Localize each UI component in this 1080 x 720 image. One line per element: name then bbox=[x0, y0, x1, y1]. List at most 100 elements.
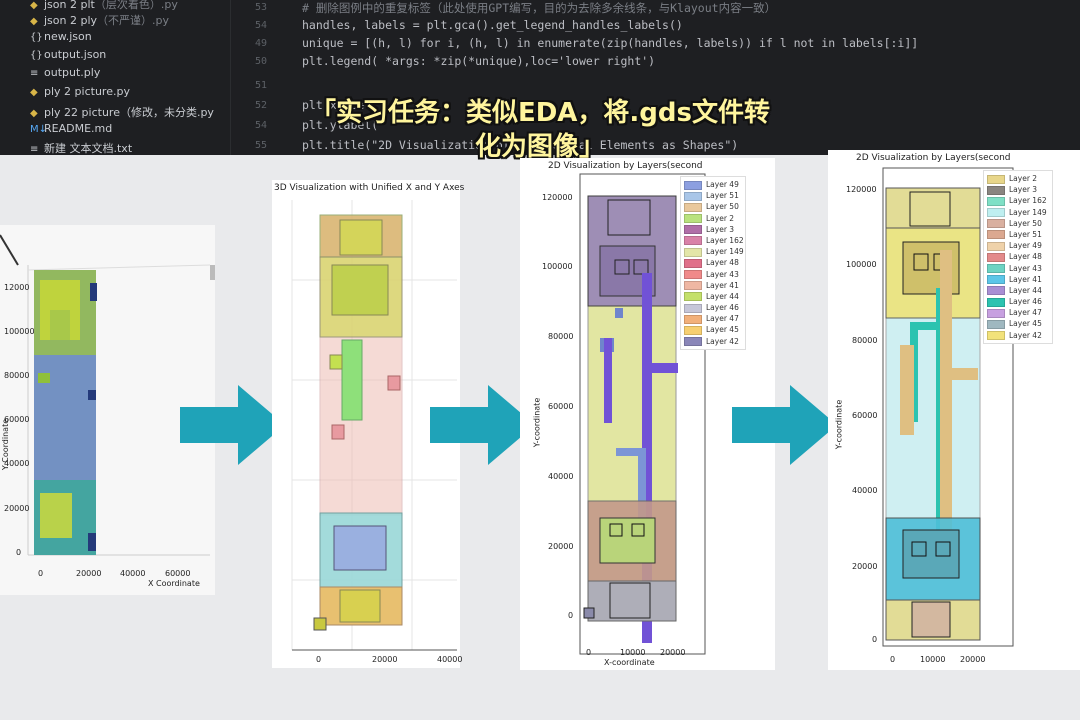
line-number-gutter: 53 54 49 50 51 52 54 55 bbox=[255, 0, 285, 155]
file-item[interactable]: ≡output.ply bbox=[30, 66, 101, 79]
layout-unified-plot bbox=[291, 200, 457, 651]
panel-3d-unified: 3D Visualization with Unified X and Y Ax… bbox=[272, 180, 464, 668]
code-line[interactable]: plt.title("2D Visualization of Geometric… bbox=[302, 138, 739, 152]
x-tick-label: 60000 bbox=[165, 569, 191, 578]
arrow-right-icon bbox=[180, 385, 285, 465]
plot-title: 2D Visualization by Layers(second bbox=[856, 153, 1011, 163]
file-item[interactable]: ◆ply 2 picture.py bbox=[30, 85, 130, 98]
plot-title: 2D Visualization by Layers(second bbox=[548, 161, 703, 171]
python-file-icon: ◆ bbox=[30, 108, 38, 119]
file-item[interactable]: ◆json 2 ply（不严谨）.py bbox=[30, 14, 170, 27]
text-file-icon: ≡ bbox=[30, 144, 39, 155]
x-tick-label: 40000 bbox=[120, 569, 146, 578]
legend-item: Layer 51 bbox=[987, 229, 1049, 240]
project-file-tree: ◆json 2 plt（层次着色）.py ◆json 2 ply（不严谨）.py… bbox=[0, 0, 231, 155]
code-line[interactable]: plt.legend( *args: *zip(*unique),loc='lo… bbox=[302, 54, 656, 68]
markdown-file-icon: M↓ bbox=[30, 124, 48, 135]
file-item[interactable]: {}output.json bbox=[30, 48, 107, 61]
layout-3d-plot bbox=[0, 234, 215, 556]
arrow-right-icon bbox=[732, 385, 837, 465]
legend-item: Layer 43 bbox=[684, 269, 742, 280]
x-tick-label: 20000 bbox=[76, 569, 102, 578]
code-line[interactable]: plt.xlabel( bbox=[302, 98, 379, 112]
line-number: 51 bbox=[255, 80, 268, 91]
panel-3d-initial: 12000 100000 80000 60000 40000 20000 0 0… bbox=[0, 225, 215, 595]
legend-item: Layer 47 bbox=[987, 307, 1049, 318]
y-tick-label: 60000 bbox=[852, 411, 878, 420]
x-tick-label: 20000 bbox=[660, 648, 686, 657]
line-number: 49 bbox=[255, 38, 268, 49]
code-line[interactable]: unique = [(h, l) for i, (h, l) in enumer… bbox=[302, 36, 919, 50]
code-editor: ◆json 2 plt（层次着色）.py ◆json 2 ply（不严谨）.py… bbox=[0, 0, 1080, 155]
legend-item: Layer 162 bbox=[684, 235, 744, 246]
legend-item: Layer 44 bbox=[684, 291, 742, 302]
y-axis-label: Y Coordinate bbox=[1, 418, 11, 471]
plot-title: 3D Visualization with Unified X and Y Ax… bbox=[274, 183, 465, 193]
legend-item: Layer 2 bbox=[987, 173, 1049, 184]
file-item[interactable]: {}new.json bbox=[30, 30, 92, 43]
y-tick-label: 80000 bbox=[548, 332, 574, 341]
line-number: 54 bbox=[255, 20, 268, 31]
caption-line: 「实习任务：类似EDA，将.gds文件转 bbox=[309, 98, 771, 128]
legend-item: Layer 162 bbox=[987, 195, 1049, 206]
y-tick-label: 40000 bbox=[852, 486, 878, 495]
file-item[interactable]: ◆json 2 plt（层次着色）.py bbox=[30, 0, 178, 11]
legend-item: Layer 41 bbox=[987, 274, 1049, 285]
legend-item: Layer 42 bbox=[684, 336, 742, 347]
legend-item: Layer 46 bbox=[684, 302, 742, 313]
legend-item: Layer 45 bbox=[987, 318, 1049, 329]
plot-legend: Layer 2 Layer 3 Layer 162 Layer 149 Laye… bbox=[983, 170, 1053, 344]
arrow-right-icon bbox=[430, 385, 535, 465]
legend-item: Layer 49 bbox=[684, 179, 742, 190]
y-tick-label: 80000 bbox=[4, 371, 30, 380]
y-tick-label: 12000 bbox=[4, 283, 30, 292]
y-tick-label: 20000 bbox=[548, 542, 574, 551]
x-tick-label: 20000 bbox=[960, 655, 986, 664]
y-tick-label: 100000 bbox=[542, 262, 573, 271]
y-tick-label: 0 bbox=[16, 548, 22, 557]
line-number: 53 bbox=[255, 2, 268, 13]
x-tick-label: 0 bbox=[316, 655, 322, 664]
file-item[interactable]: ≡新建 文本文档.txt bbox=[30, 142, 133, 155]
legend-item: Layer 48 bbox=[987, 251, 1049, 262]
y-tick-label: 20000 bbox=[4, 504, 30, 513]
y-tick-label: 40000 bbox=[548, 472, 574, 481]
y-tick-label: 100000 bbox=[4, 327, 35, 336]
legend-item: Layer 149 bbox=[684, 246, 744, 257]
legend-item: Layer 48 bbox=[684, 257, 742, 268]
legend-item: Layer 3 bbox=[684, 224, 742, 235]
x-tick-label: 10000 bbox=[620, 648, 646, 657]
y-tick-label: 120000 bbox=[846, 185, 877, 194]
y-tick-label: 80000 bbox=[852, 336, 878, 345]
json-file-icon: {} bbox=[30, 50, 43, 61]
legend-item: Layer 41 bbox=[684, 280, 742, 291]
legend-item: Layer 42 bbox=[987, 330, 1049, 341]
y-tick-label: 60000 bbox=[548, 402, 574, 411]
plot-legend: Layer 49 Layer 51 Layer 50 Layer 2 Layer… bbox=[680, 176, 746, 350]
code-line[interactable]: # 删除图例中的重复标签（此处使用GPT编写，目的为去除多余线条，与Klayou… bbox=[302, 1, 777, 15]
layout-2d-plot-b bbox=[882, 167, 1014, 647]
x-tick-label: 10000 bbox=[920, 655, 946, 664]
x-tick-label: 20000 bbox=[372, 655, 398, 664]
python-file-icon: ◆ bbox=[30, 0, 38, 11]
panel-2d-layers-a: 2D Visualization by Layers(second Layer … bbox=[520, 158, 775, 670]
legend-item: Layer 2 bbox=[684, 213, 742, 224]
y-tick-label: 0 bbox=[872, 635, 878, 644]
x-axis-label: X-coordinate bbox=[604, 658, 655, 667]
layout-2d-plot-a bbox=[579, 173, 706, 655]
legend-item: Layer 51 bbox=[684, 190, 742, 201]
x-tick-label: 0 bbox=[38, 569, 44, 578]
code-line[interactable]: handles, labels = plt.gca().get_legend_h… bbox=[302, 18, 683, 32]
x-axis-label: X Coordinate bbox=[148, 579, 200, 588]
file-item[interactable]: ◆ply 22 picture（修改，未分类.py bbox=[30, 106, 214, 119]
legend-item: Layer 49 bbox=[987, 240, 1049, 251]
legend-item: Layer 46 bbox=[987, 296, 1049, 307]
legend-item: Layer 47 bbox=[684, 313, 742, 324]
y-tick-label: 100000 bbox=[846, 260, 877, 269]
caption-line: 化为图像」 bbox=[474, 132, 605, 162]
y-tick-label: 40000 bbox=[4, 459, 30, 468]
y-tick-label: 120000 bbox=[542, 193, 573, 202]
code-line[interactable]: plt.ylabel( bbox=[302, 118, 379, 132]
file-item[interactable]: M↓README.md bbox=[30, 122, 113, 135]
y-axis-label: Y-coordinate bbox=[532, 397, 542, 448]
